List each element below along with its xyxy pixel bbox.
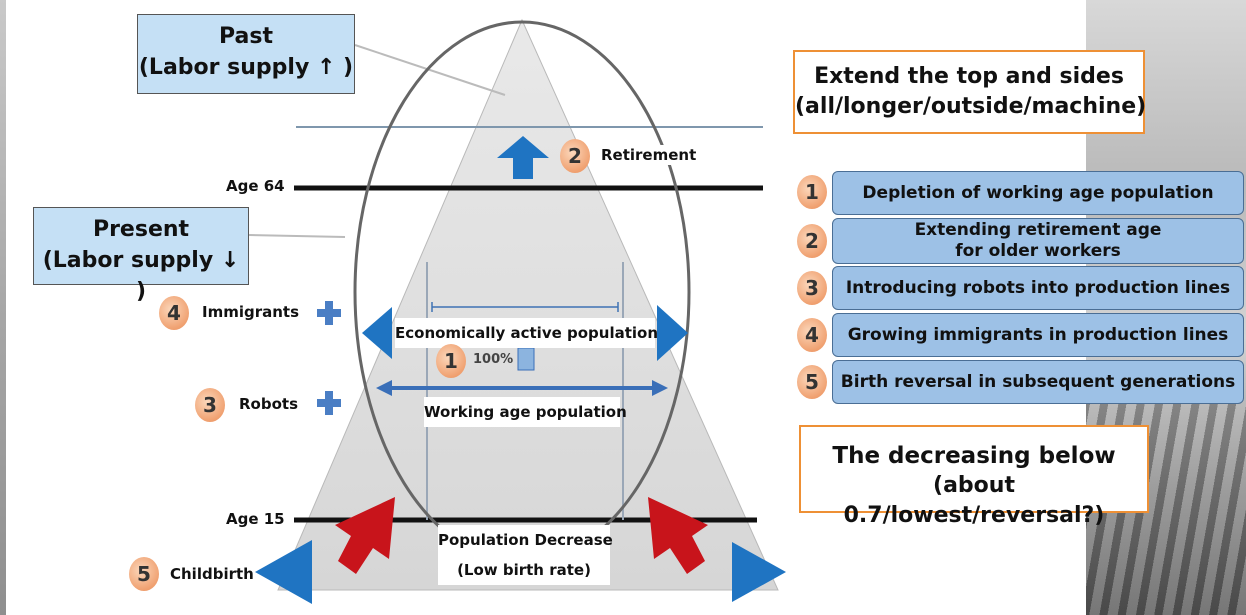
extend-box: Extend the top and sides (all/longer/out… [793, 50, 1146, 134]
plus-icon [317, 391, 341, 415]
arrow-right-icon [732, 542, 786, 602]
present-box: Present (Labor supply ↓ ) [33, 207, 249, 304]
red-arrow-icon [648, 497, 708, 574]
decreasing-box: The decreasing below (about 0.7/lowest/r… [799, 425, 1149, 528]
red-arrow-icon [335, 497, 395, 574]
list-item-5: Birth reversal in subsequent generations [832, 360, 1244, 404]
economically-active-label: Economically active population [395, 318, 658, 348]
present-title: Present [92, 217, 190, 242]
past-connector [354, 44, 506, 96]
present-subtitle: (Labor supply ↓ ) [42, 248, 240, 304]
badge-4: 4 [159, 296, 189, 330]
percent-label: 100% [473, 352, 514, 367]
badge-1: 1 [436, 344, 466, 378]
robots-label: Robots [239, 395, 298, 413]
working-age-label: Working age population [424, 397, 627, 427]
background-strip-left [0, 0, 6, 615]
list-badge-5: 5 [797, 365, 827, 399]
list-badge-2: 2 [797, 224, 827, 258]
age15-label: Age 15 [226, 510, 285, 528]
list-item-4: Growing immigrants in production lines [832, 313, 1244, 357]
list-item-3: Introducing robots into production lines [832, 266, 1244, 310]
past-subtitle: (Labor supply ↑ ) [138, 55, 354, 80]
immigrants-label: Immigrants [202, 303, 300, 321]
population-decrease-label: Population Decrease (Low birth rate) [438, 525, 613, 585]
badge-3: 3 [195, 388, 225, 422]
arrow-left-icon [362, 307, 392, 359]
past-title: Past [219, 24, 273, 49]
childbirth-label: Childbirth [170, 565, 254, 583]
age64-label: Age 64 [226, 177, 285, 195]
present-connector [248, 234, 346, 238]
list-item-2: Extending retirement age for older worke… [832, 218, 1244, 264]
list-badge-4: 4 [797, 318, 827, 352]
double-arrow-icon [376, 380, 668, 396]
retirement-label: Retirement [597, 145, 701, 165]
plus-icon [317, 301, 341, 325]
arrow-left-icon [255, 540, 312, 604]
list-item-1: Depletion of working age population [832, 171, 1244, 215]
past-box: Past (Labor supply ↑ ) [137, 14, 355, 94]
badge-2: 2 [560, 139, 590, 173]
arrow-right-icon [657, 305, 688, 361]
list-badge-3: 3 [797, 271, 827, 305]
list-badge-1: 1 [797, 175, 827, 209]
badge-5: 5 [129, 557, 159, 591]
arrow-up-icon [497, 136, 549, 179]
pyramid-triangle [277, 18, 779, 591]
